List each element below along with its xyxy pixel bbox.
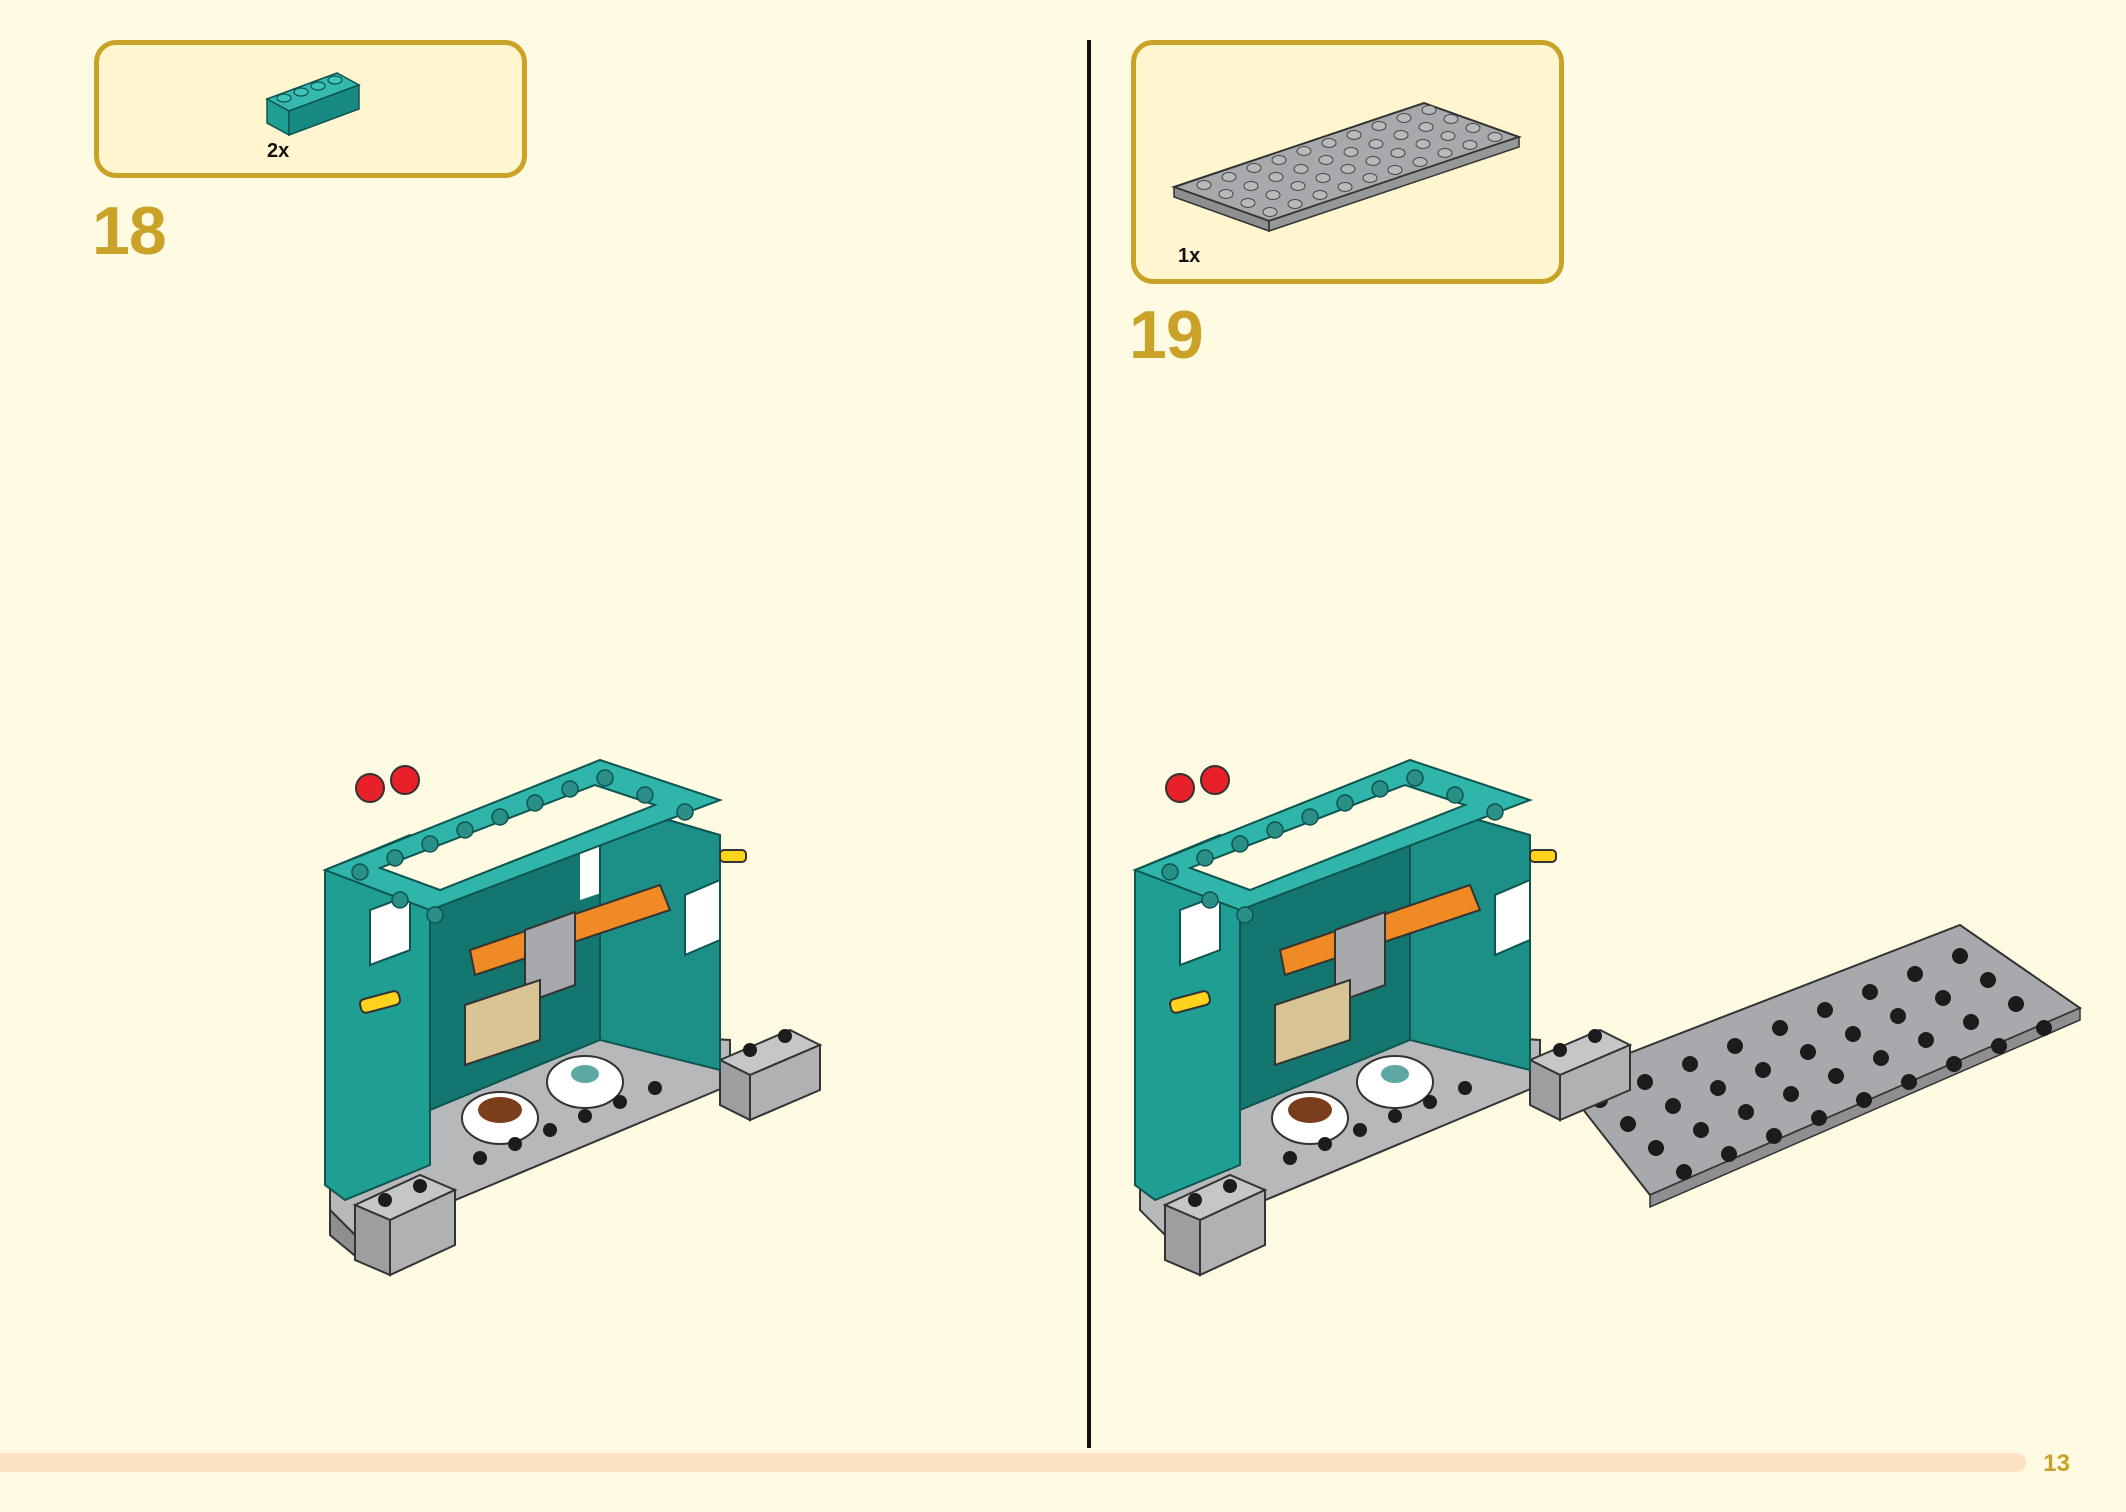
step-18-model-illustration xyxy=(322,758,823,1277)
page-number: 13 xyxy=(2043,1450,2070,1477)
gray-plate-icon xyxy=(1170,101,1523,233)
teal-brick-icon xyxy=(265,72,361,137)
part-quantity: 2x xyxy=(267,140,290,162)
step-19-model-illustration xyxy=(1132,758,2083,1277)
progress-bar xyxy=(0,1453,2026,1472)
step-number-18: 18 xyxy=(92,193,167,269)
step-number-19: 19 xyxy=(1129,297,1204,373)
part-quantity: 1x xyxy=(1178,245,1201,267)
page-divider xyxy=(1087,40,1091,1448)
parts-callout-step-18: 2x xyxy=(94,40,527,178)
parts-callout-step-19: 1x xyxy=(1131,40,1564,284)
